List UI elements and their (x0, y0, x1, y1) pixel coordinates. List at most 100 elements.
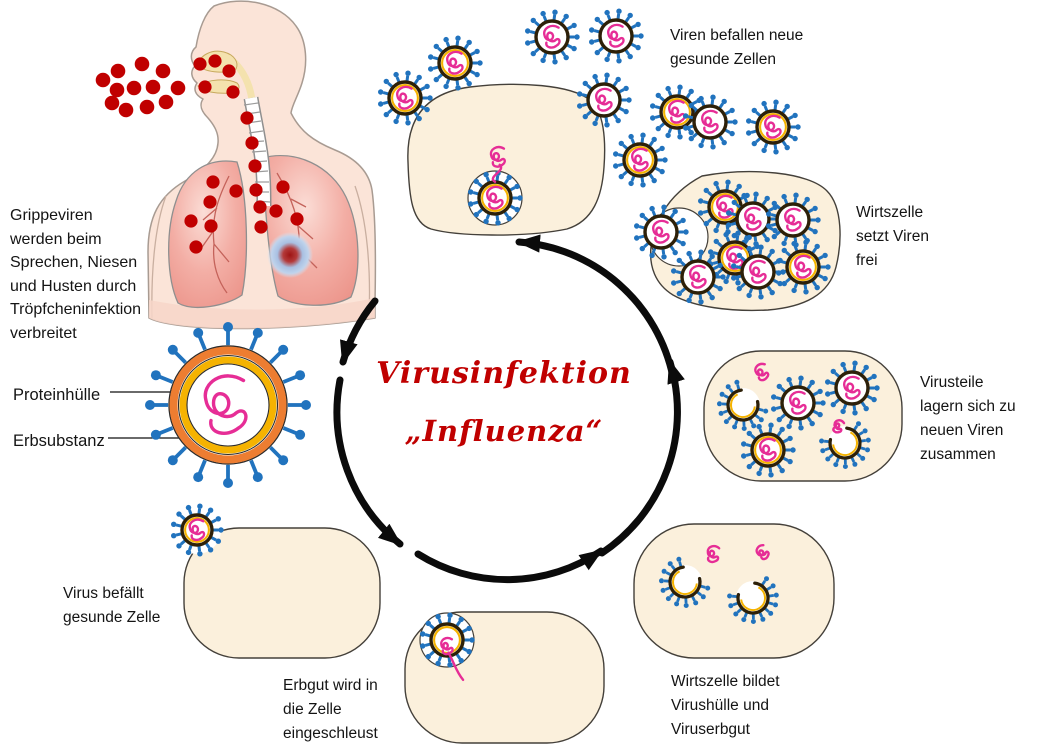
rna-squiggle-icon (689, 264, 707, 289)
droplet-infection-note: Grippeviren werden beim Sprechen, Niesen… (10, 207, 142, 342)
rna-squiggle-icon (203, 374, 248, 436)
stage-label-inject-genome: Erbgut wird in die Zelle eingeschleust (283, 677, 378, 742)
virus-icon (741, 422, 796, 478)
droplet-dot (139, 99, 155, 115)
virus-icon (671, 249, 726, 305)
droplet-dot (253, 200, 267, 214)
virus-icon (776, 239, 831, 295)
droplet-dot (155, 63, 171, 79)
cycle-arc-left (333, 376, 404, 548)
droplet-dot (248, 159, 262, 173)
rna-squiggle-icon (543, 24, 561, 49)
genetic-material-label: Erbsubstanz (13, 432, 105, 450)
protein-shell-label: Proteinhülle (13, 386, 101, 404)
droplet-dot (109, 82, 125, 98)
droplet-dot (276, 180, 290, 194)
diagram-title-line2: „Influenza“ (404, 414, 604, 448)
droplet-dot (229, 184, 243, 198)
rna-squiggle-icon (764, 114, 782, 139)
rna-squiggle-icon (794, 254, 812, 279)
virus-icon (683, 94, 738, 150)
droplet-dot (118, 102, 134, 118)
rna-squiggle-icon (759, 437, 777, 462)
virus-structure-icon (145, 322, 311, 488)
droplet-dot (104, 95, 120, 111)
droplet-dot (254, 220, 268, 234)
virus-icon (613, 132, 668, 188)
virus-icon (577, 72, 632, 128)
droplet-dot (249, 183, 263, 197)
chest-band (149, 298, 375, 329)
stage-label-release: Wirtszelle setzt Viren frei (856, 204, 929, 269)
droplet-dot (134, 56, 150, 72)
rna-squiggle-icon (744, 206, 762, 231)
left-lung (168, 160, 248, 309)
droplet-dot (126, 80, 142, 96)
rna-squiggle-icon (716, 194, 734, 219)
rna-squiggle-icon (668, 99, 686, 124)
rna-squiggle-icon (652, 219, 670, 244)
cycle-arc-top-left (339, 297, 379, 366)
virus-icon (634, 204, 689, 260)
virus-shell-icon (717, 379, 769, 431)
virus-icon (378, 70, 433, 126)
droplet-dot (226, 85, 240, 99)
rna-squiggle-icon (754, 362, 770, 382)
rna-squiggle-icon (446, 50, 464, 75)
droplet-dot (222, 64, 236, 78)
droplet-dot (110, 63, 126, 79)
host-cell-building-parts (633, 523, 835, 659)
rna-squiggle-icon (440, 636, 465, 682)
droplet-dot (95, 72, 111, 88)
droplet-dot (145, 79, 161, 95)
trachea (243, 96, 272, 207)
rna-squiggle-icon (784, 207, 802, 232)
droplet-dot (193, 57, 207, 71)
droplet-dot (203, 195, 217, 209)
droplet-dot (204, 219, 218, 233)
host-cell-attacked (407, 83, 606, 236)
diagram-title-line1: Virusinfektion (376, 356, 632, 391)
rna-squiggle-icon (789, 390, 807, 415)
droplet-dot (290, 212, 304, 226)
virus-icon (525, 9, 580, 65)
stage-label-assemble: Virusteile lagern sich zu neuen Viren zu… (920, 374, 1016, 463)
virus-icon (771, 375, 826, 431)
rna-squiggle-icon (396, 85, 414, 110)
virus-icon (171, 503, 224, 557)
droplet-dot (245, 136, 259, 150)
droplet-dot (158, 94, 174, 110)
cycle-arc-right (598, 358, 685, 557)
rna-squiggle-icon (701, 109, 719, 134)
virus-icon (825, 360, 880, 416)
cycle-arrows (333, 234, 685, 584)
rna-squiggle-icon (631, 147, 649, 172)
rna-squiggle-icon (188, 518, 206, 542)
inflammation-spot (267, 232, 313, 278)
droplet-dot (240, 111, 254, 125)
stage-label-attack-cell: Virus befällt gesunde Zelle (63, 585, 161, 626)
cycle-arc-bottom (414, 547, 605, 584)
virus-shell-icon (819, 421, 871, 469)
cycle-arc-top (515, 234, 677, 381)
rna-squiggle-icon (749, 259, 767, 284)
droplet-dot (269, 204, 283, 218)
droplet-dot (170, 80, 186, 96)
rna-squiggle-icon (843, 375, 861, 400)
rna-squiggle-icon (486, 185, 504, 210)
droplet-dot (189, 240, 203, 254)
virus-shell-icon (727, 576, 779, 624)
droplet-dot (198, 80, 212, 94)
virus-icon (467, 170, 523, 226)
host-cell-healthy (183, 527, 381, 659)
rna-squiggle-icon (832, 419, 846, 434)
virus-icon (589, 8, 644, 64)
droplet-dot (184, 214, 198, 228)
virus-icon (419, 612, 475, 668)
rna-squiggle-icon (706, 544, 721, 564)
stage-label-attack-new-cells: Viren befallen neue gesunde Zellen (670, 27, 804, 68)
virus-icon (428, 35, 483, 91)
stage-label-build-parts: Wirtszelle bildet Virushülle und Viruser… (671, 673, 780, 738)
